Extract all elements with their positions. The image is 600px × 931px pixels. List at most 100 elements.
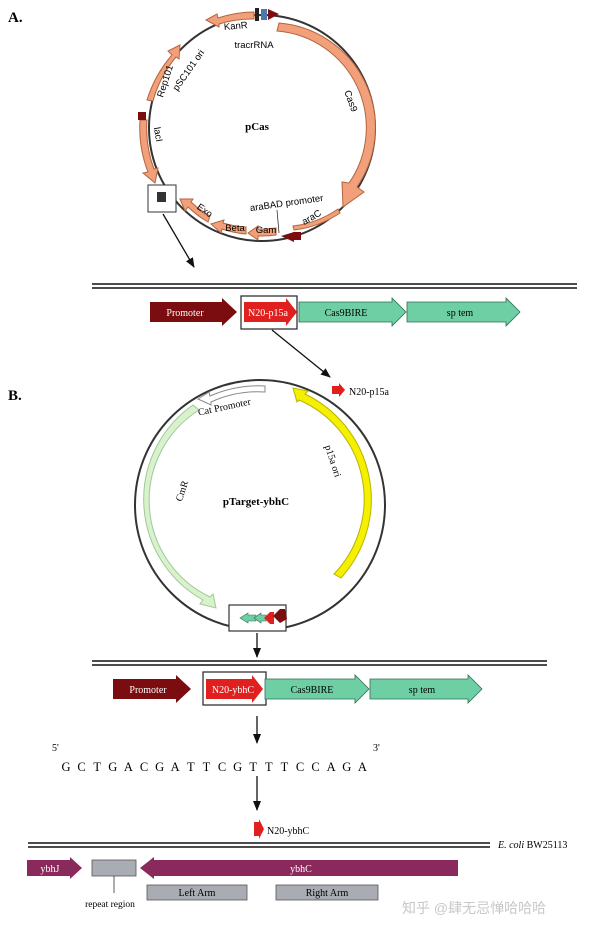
exo-gene-arrow [179, 198, 211, 223]
sequence-base: A [327, 760, 336, 774]
sequence-base: C [140, 760, 148, 774]
kanr-label: KanR [223, 20, 248, 33]
genome-region: ybhJ repeat region ybhC Left Arm Right A… [27, 857, 458, 910]
construct-a: Promoter N20-p15a Cas9BIRE sp tem [150, 295, 521, 330]
cassette-sptem-mini [239, 612, 257, 624]
five-prime-label: 5' [52, 743, 59, 754]
promoter-a-arrow [150, 298, 237, 326]
pcas-plasmid-map: KanR tracrRNA Cas9 Rep101 pSC101 ori lac… [138, 8, 376, 242]
tracrrna-element [261, 9, 267, 20]
arac-promoter-block [293, 232, 301, 240]
sequence-base: G [108, 760, 117, 774]
exo-label: Exo [195, 202, 215, 220]
panel-a-label: A. [8, 10, 23, 26]
rep101-gene-arrow [146, 44, 181, 102]
panel-b-label: B. [8, 388, 22, 404]
n20-a-arrow [244, 298, 297, 326]
promoter-b-label: Promoter [129, 685, 167, 696]
n20-p15a-callout-arrow [332, 383, 345, 397]
sequence-base: T [203, 760, 211, 774]
sequence-base: A [358, 760, 367, 774]
strain-label: E. coli BW25113 [497, 840, 567, 851]
p15a-ori-arrow [292, 387, 372, 579]
arabad-leader-line [276, 209, 280, 234]
gam-gene-arrow [247, 225, 277, 241]
ptarget-name-label: pTarget-ybhC [223, 496, 289, 508]
sptem-a-arrow [406, 297, 521, 327]
n20-b-label: N20-ybhC [212, 685, 255, 696]
sequence-base: G [61, 760, 70, 774]
laci-promoter-block [138, 112, 146, 120]
sequence-base: A [171, 760, 180, 774]
cassette-cas9bire-mini [253, 612, 267, 624]
construct-b: Promoter N20-ybhC Cas9BIRE sp tem [113, 671, 483, 706]
tracrrna-label: tracrRNA [234, 40, 274, 51]
right-arm-label: Right Arm [306, 888, 349, 899]
promoter-a-label: Promoter [166, 308, 204, 319]
cas9bire-a-label: Cas9BIRE [325, 308, 368, 319]
n20-p15a-callout-label: N20-p15a [349, 387, 390, 398]
pcas-name-label: pCas [245, 121, 270, 133]
laci-label: lacI [151, 126, 164, 142]
strain-name: BW25113 [527, 840, 568, 851]
strain-species: E. coli [497, 840, 524, 851]
left-arm-box [146, 884, 248, 901]
cassette-promoter-mini [273, 609, 287, 623]
ybhj-label: ybhJ [41, 864, 60, 875]
beta-label: Beta [225, 223, 245, 234]
p15a-ori-label: p15a ori [322, 444, 343, 479]
cassette-n20-mini [264, 612, 274, 624]
sequence-base: C [218, 760, 226, 774]
sgrna-region-inner [157, 192, 166, 202]
sequence-base: G [155, 760, 164, 774]
sequence-base: T [249, 760, 257, 774]
arac-gene-arrow [292, 208, 341, 231]
laci-gene-arrow [139, 119, 159, 184]
repeat-region-box [91, 859, 137, 877]
cmr-gene-arrow [143, 404, 217, 609]
n20-to-callout-arrow [271, 329, 331, 378]
cat-promoter-arrow [196, 385, 266, 406]
ybhj-gene-arrow [27, 857, 82, 879]
ybhc-label: ybhC [290, 864, 312, 875]
cas9bire-b-arrow [264, 674, 370, 704]
sequence-base: T [265, 760, 273, 774]
pcas-to-construct-arrow [162, 213, 195, 268]
cas9bire-a-arrow [298, 297, 407, 327]
promoter-b-arrow [113, 675, 191, 703]
left-arm-label: Left Arm [179, 888, 216, 899]
sequence-base: A [124, 760, 133, 774]
sptem-a-label: sp tem [447, 308, 474, 319]
cas9-gene-arrow [276, 22, 376, 208]
sptem-b-arrow [369, 674, 483, 704]
n20-b-arrow [206, 675, 263, 703]
n20-ybhc-marker [254, 819, 264, 839]
sequence-base: T [93, 760, 101, 774]
gam-label: Gam [256, 225, 277, 236]
sequence-base: C [77, 760, 85, 774]
right-arm-box [275, 884, 379, 901]
n20-a-box [240, 295, 298, 330]
tracrrna-promoter-arrow [268, 9, 279, 20]
cas9-label: Cas9 [341, 89, 359, 114]
sequence-base: T [187, 760, 195, 774]
three-prime-label: 3' [373, 743, 380, 754]
beta-gene-arrow [210, 219, 247, 235]
ptarget-plasmid-map: Cat Promoter CmR p15a ori pTarget-ybhC [134, 379, 386, 632]
sequence-base: C [311, 760, 319, 774]
sequence-base: C [296, 760, 304, 774]
repeat-region-label: repeat region [85, 900, 135, 910]
arac-promoter-arrow [281, 232, 294, 242]
kanr-end-block [255, 8, 259, 21]
n20-ybhc-marker-label: N20-ybhC [267, 826, 310, 837]
kanr-gene-arrow [204, 11, 255, 28]
sequence-base: T [281, 760, 289, 774]
sequence-base: G [342, 760, 351, 774]
watermark: 知乎 @肆无忌惮哈哈哈 [402, 900, 546, 916]
sequence-base: G [233, 760, 242, 774]
n20-a-label: N20-p15a [248, 308, 289, 319]
sptem-b-label: sp tem [409, 685, 436, 696]
